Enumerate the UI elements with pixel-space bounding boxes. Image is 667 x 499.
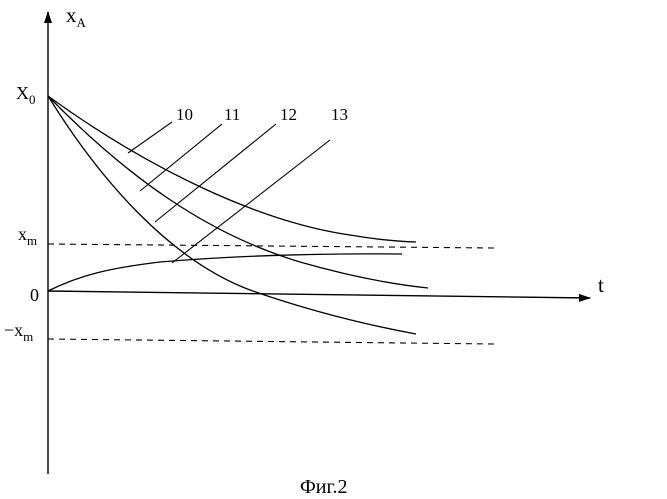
leader-10 — [128, 122, 172, 153]
x-axis-label: t — [598, 273, 604, 297]
leader-11 — [140, 124, 222, 191]
curve-label-12: 12 — [280, 105, 297, 124]
neg-xm-label: −xm — [4, 320, 33, 344]
curve-label-11: 11 — [224, 105, 240, 124]
y-axis-label: xA — [66, 3, 87, 30]
neg-xm-dashed-line — [48, 339, 494, 344]
curve-13 — [48, 254, 402, 291]
xm-dashed-line — [48, 244, 494, 248]
curve-label-10: 10 — [176, 105, 193, 124]
curve-12 — [48, 96, 416, 334]
curve-11 — [48, 96, 428, 288]
x-axis — [48, 291, 590, 298]
x0-label: X0 — [16, 83, 36, 107]
curve-label-13: 13 — [331, 105, 348, 124]
xm-label: xm — [18, 224, 37, 248]
zero-label: 0 — [30, 285, 39, 305]
figure-caption: Фиг.2 — [300, 476, 347, 498]
